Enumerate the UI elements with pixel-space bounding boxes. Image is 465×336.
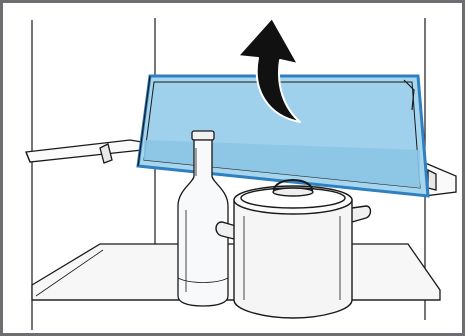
glass-bottle — [177, 130, 229, 307]
fold-up-shelf-panel — [136, 74, 430, 198]
cooking-pot — [215, 179, 372, 319]
up-arrow-icon — [237, 17, 301, 123]
